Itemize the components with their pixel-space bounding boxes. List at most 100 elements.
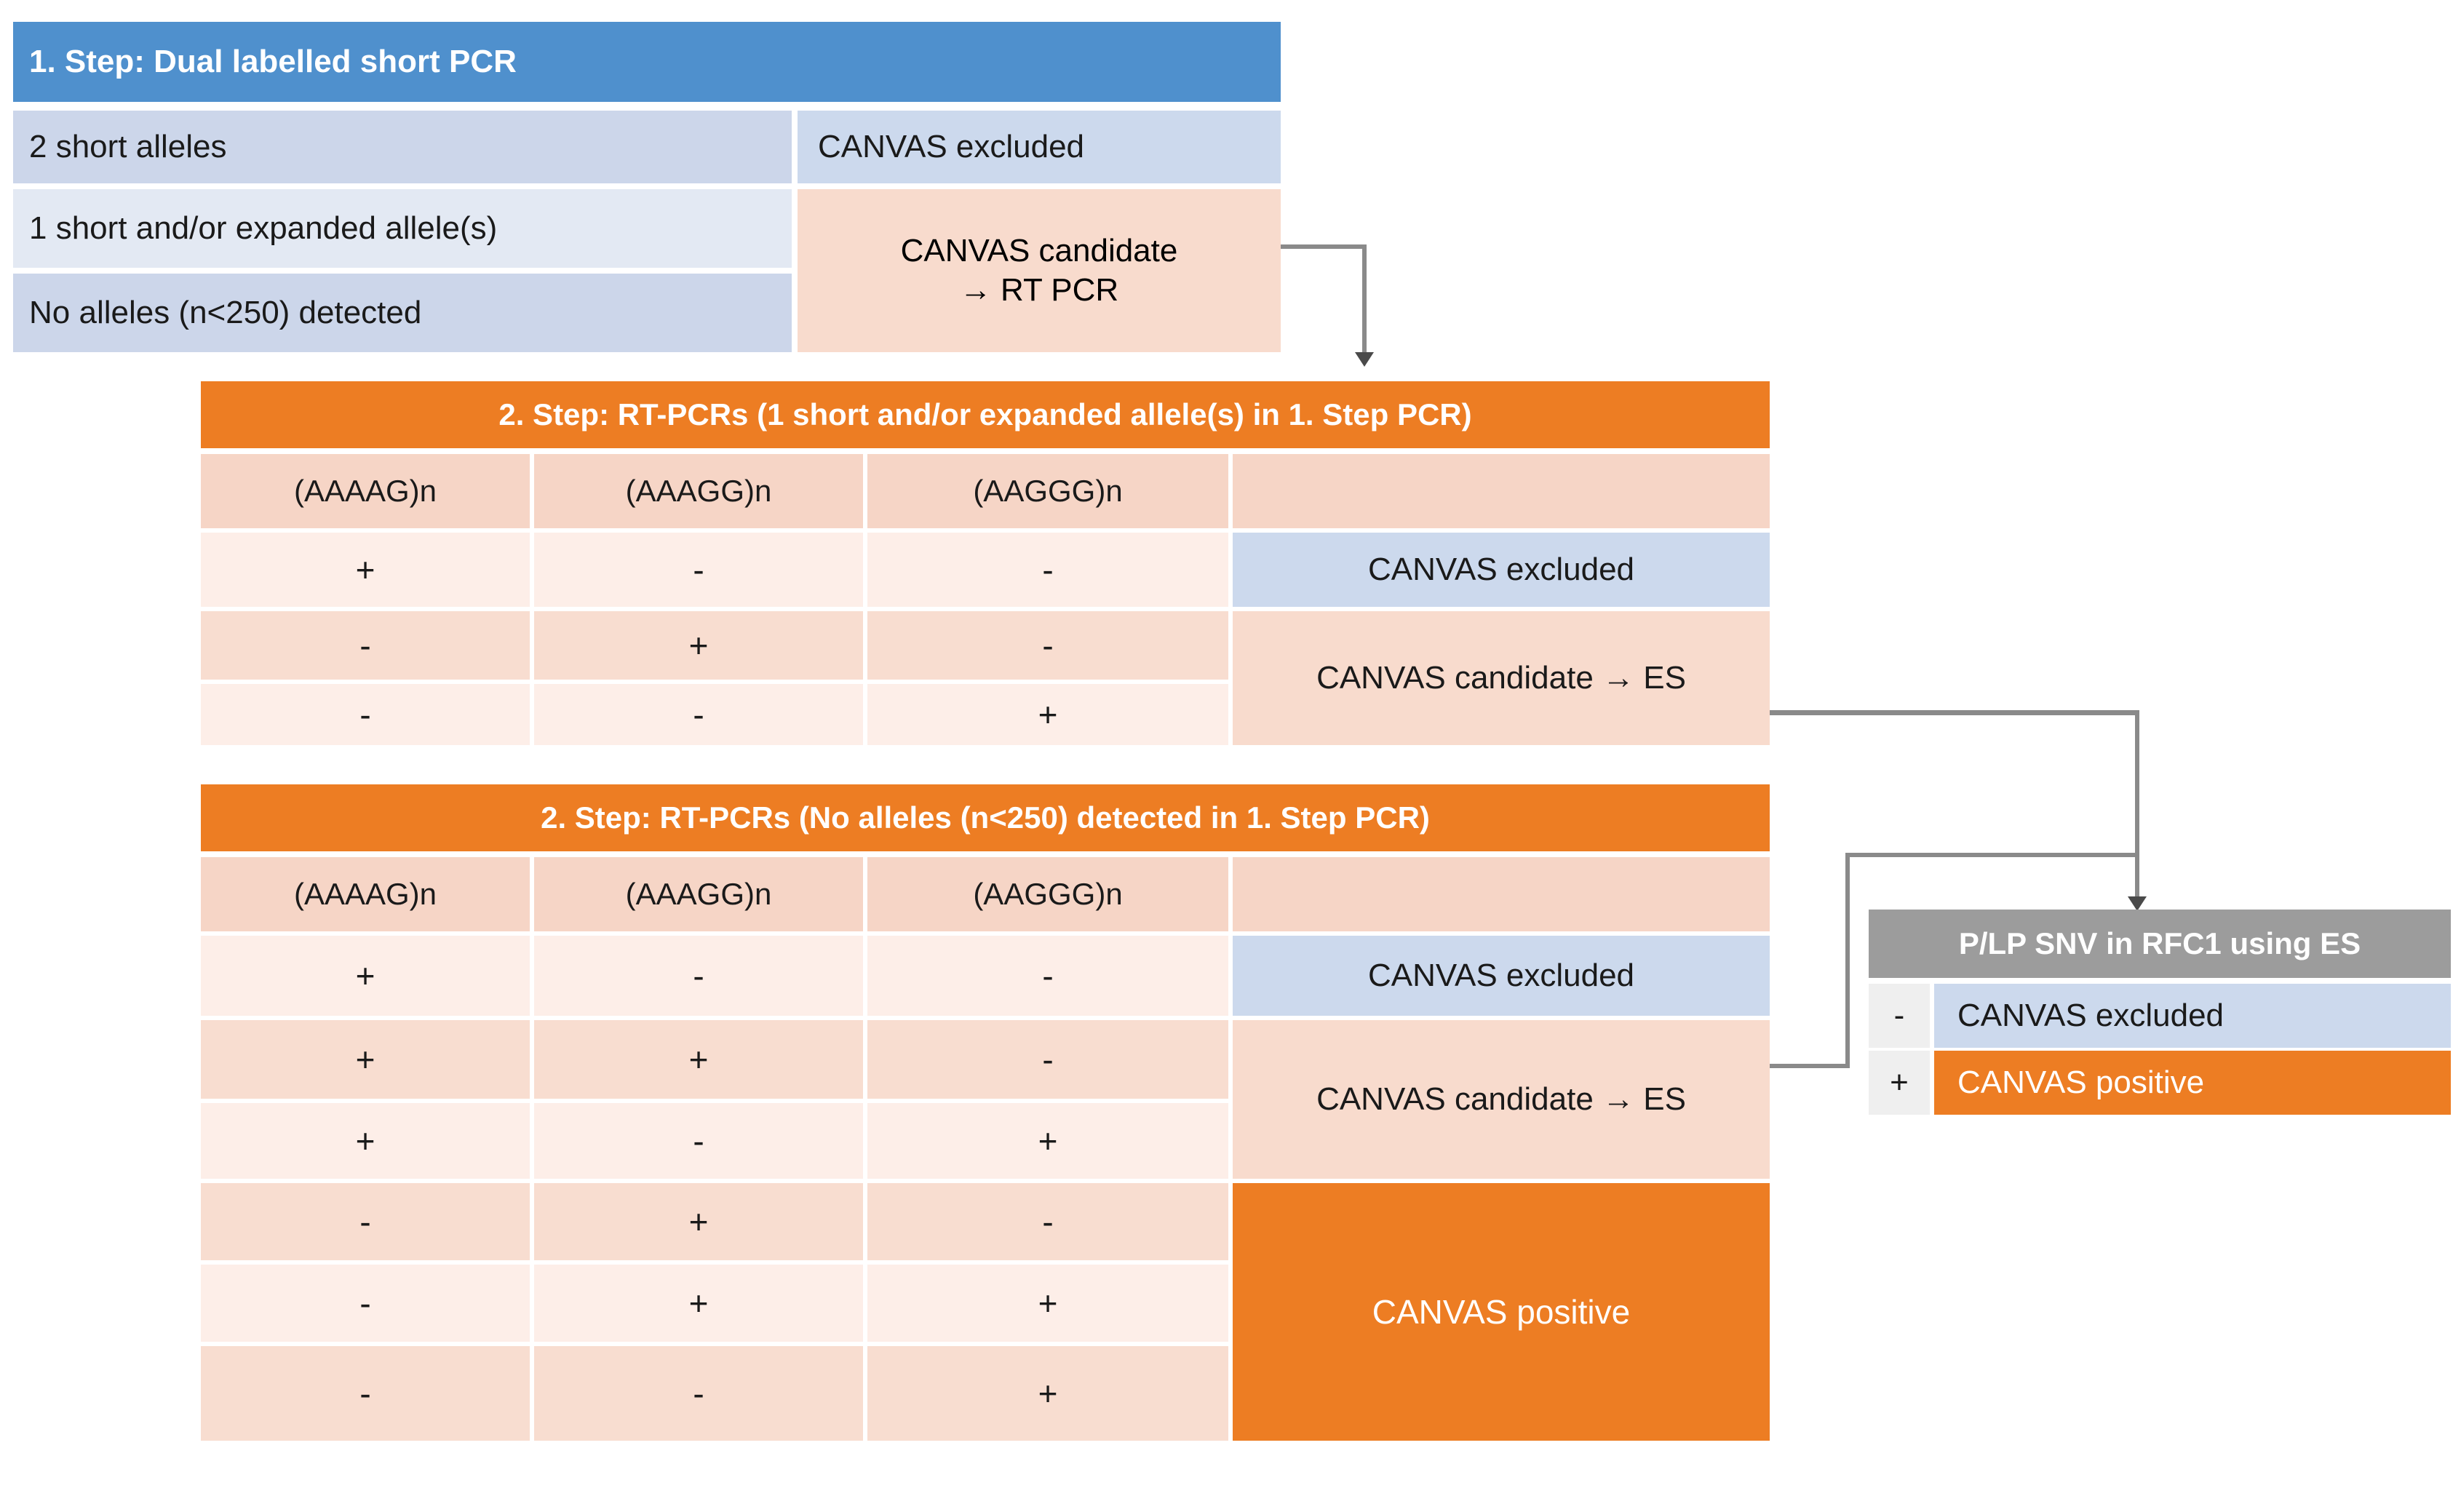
step3-table: P/LP SNV in RFC1 using ES - CANVAS exclu… [1869, 910, 2451, 1115]
step2b-cell-4-2-text: + [1038, 1284, 1058, 1322]
step2b-cell-1-2-text: - [1042, 1041, 1054, 1078]
step2b-cell-2-2: + [867, 1103, 1228, 1179]
step2b-cell-0-1: - [534, 936, 863, 1016]
step3-sign-0: - [1869, 984, 1930, 1048]
step2a-cell-2-1-text: - [693, 696, 704, 733]
step2b-cell-0-2-text: - [1042, 957, 1054, 995]
step3-result-1-text: CANVAS positive [1957, 1065, 2205, 1100]
step2a-title-text: 2. Step: RT-PCRs (1 short and/or expande… [498, 397, 1472, 431]
step2b-cell-3-2-text: - [1042, 1203, 1054, 1241]
step1-result-excluded-text: CANVAS excluded [818, 129, 1085, 164]
step1-result-candidate: CANVAS candidate → RT PCR [798, 189, 1281, 352]
step2b-cell-2-1-text: - [693, 1122, 704, 1160]
step1-condition-0: 2 short alleles [13, 111, 792, 183]
step2b-col-2: (AAGGG)n [867, 857, 1228, 931]
step2a-result-excluded: CANVAS excluded [1233, 533, 1770, 607]
step2b-col-0: (AAAAG)n [201, 857, 530, 931]
step2b-result-candidate: CANVAS candidate → ES [1233, 1020, 1770, 1179]
step3-sign-1-text: + [1890, 1065, 1909, 1100]
step1-result-candidate-text: CANVAS candidate [900, 233, 1178, 269]
step2b-title-text: 2. Step: RT-PCRs (No alleles (n<250) det… [541, 800, 1430, 835]
step2a-col-2-text: (AAGGG)n [973, 474, 1123, 508]
step3-sign-1: + [1869, 1051, 1930, 1115]
step2b-cell-1-1-text: + [688, 1041, 709, 1078]
arrowhead-step2a [1355, 352, 1374, 367]
step2b-cell-3-0-text: - [359, 1203, 371, 1241]
step2b-cell-5-2: + [867, 1346, 1228, 1441]
step2b-cell-4-1-text: + [688, 1284, 709, 1322]
step1-result-excluded: CANVAS excluded [798, 111, 1281, 183]
step2b-cell-3-1-text: + [688, 1203, 709, 1241]
step2b-cell-2-2-text: + [1038, 1122, 1058, 1160]
step2b-cell-2-1: - [534, 1103, 863, 1179]
step2b-col-0-text: (AAAAG)n [293, 877, 437, 911]
step1-condition-2: No alleles (n<250) detected [13, 274, 792, 352]
step2a-cell-1-2: - [867, 611, 1228, 680]
step2a-col-2: (AAGGG)n [867, 454, 1228, 528]
step2b-col-1-text: (AAAGG)n [625, 877, 772, 911]
step2b-cell-5-2-text: + [1038, 1374, 1058, 1412]
step3-result-0: CANVAS excluded [1934, 984, 2451, 1048]
step2a-cell-2-0-text: - [359, 696, 371, 733]
step2a-cell-0-1-text: - [693, 551, 704, 589]
step2b-result-excluded: CANVAS excluded [1233, 936, 1770, 1016]
step1-condition-0-text: 2 short alleles [29, 129, 227, 164]
step1-title: 1. Step: Dual labelled short PCR [13, 22, 1281, 102]
step2a-result-candidate-text: CANVAS candidate → ES [1316, 660, 1686, 696]
step2b-cell-3-2: - [867, 1183, 1228, 1260]
step2b-cell-0-0: + [201, 936, 530, 1016]
step2b-result-candidate-text: CANVAS candidate → ES [1316, 1081, 1686, 1117]
step2a-cell-1-1: + [534, 611, 863, 680]
step2b-cell-4-1: + [534, 1265, 863, 1342]
step2b-cell-0-2: - [867, 936, 1228, 1016]
step2b-result-positive-text: CANVAS positive [1372, 1293, 1631, 1331]
step2a-title: 2. Step: RT-PCRs (1 short and/or expande… [201, 381, 1770, 448]
step1-result-candidate-line2: → RT PCR [959, 272, 1119, 308]
step2b-cell-4-0-text: - [359, 1284, 371, 1322]
step2a-table: 2. Step: RT-PCRs (1 short and/or expande… [201, 381, 1770, 745]
step1-condition-1: 1 short and/or expanded allele(s) [13, 189, 792, 268]
step2b-cell-1-0: + [201, 1020, 530, 1099]
step2b-cell-2-0-text: + [355, 1122, 375, 1160]
step2b-cell-5-1-text: - [693, 1374, 704, 1412]
step2b-cell-1-1: + [534, 1020, 863, 1099]
step3-result-0-text: CANVAS excluded [1957, 998, 2225, 1033]
step2a-cell-1-0: - [201, 611, 530, 680]
step2a-cell-1-2-text: - [1042, 626, 1054, 664]
step2b-cell-1-2: - [867, 1020, 1228, 1099]
step2b-cell-1-0-text: + [355, 1041, 375, 1078]
step2a-col-1-text: (AAAGG)n [625, 474, 772, 508]
step2a-col-0-text: (AAAAG)n [293, 474, 437, 508]
step2a-cell-2-2: + [867, 684, 1228, 745]
step2b-result-excluded-text: CANVAS excluded [1367, 958, 1635, 993]
step2b-cell-5-0: - [201, 1346, 530, 1441]
step2b-result-positive: CANVAS positive [1233, 1183, 1770, 1441]
step2a-cell-2-0: - [201, 684, 530, 745]
arrowhead-step3 [2128, 896, 2147, 911]
step1-table: 1. Step: Dual labelled short PCR 2 short… [13, 22, 1281, 364]
step2b-cell-4-2: + [867, 1265, 1228, 1342]
step3-title-text: P/LP SNV in RFC1 using ES [1958, 926, 2361, 960]
step2a-cell-0-2: - [867, 533, 1228, 607]
step2b-cell-2-0: + [201, 1103, 530, 1179]
step2a-cell-1-1-text: + [688, 626, 709, 664]
step2b-table: 2. Step: RT-PCRs (No alleles (n<250) det… [201, 784, 1770, 1477]
step2a-col-1: (AAAGG)n [534, 454, 863, 528]
step2b-cell-3-1: + [534, 1183, 863, 1260]
step2b-col-3-blank [1233, 857, 1770, 931]
step2a-result-candidate: CANVAS candidate → ES [1233, 611, 1770, 745]
step2a-col-0: (AAAAG)n [201, 454, 530, 528]
step2b-cell-5-1: - [534, 1346, 863, 1441]
step3-result-1: CANVAS positive [1934, 1051, 2451, 1115]
step2b-col-1: (AAAGG)n [534, 857, 863, 931]
step2a-cell-0-2-text: - [1042, 551, 1054, 589]
step2a-result-excluded-text: CANVAS excluded [1367, 552, 1635, 587]
step2a-cell-0-1: - [534, 533, 863, 607]
step2b-cell-0-0-text: + [355, 957, 375, 995]
step2a-cell-0-0: + [201, 533, 530, 607]
step2a-col-3-blank [1233, 454, 1770, 528]
step2b-title: 2. Step: RT-PCRs (No alleles (n<250) det… [201, 784, 1770, 851]
step2b-cell-3-0: - [201, 1183, 530, 1260]
step2b-cell-5-0-text: - [359, 1374, 371, 1412]
step3-title: P/LP SNV in RFC1 using ES [1869, 910, 2451, 978]
